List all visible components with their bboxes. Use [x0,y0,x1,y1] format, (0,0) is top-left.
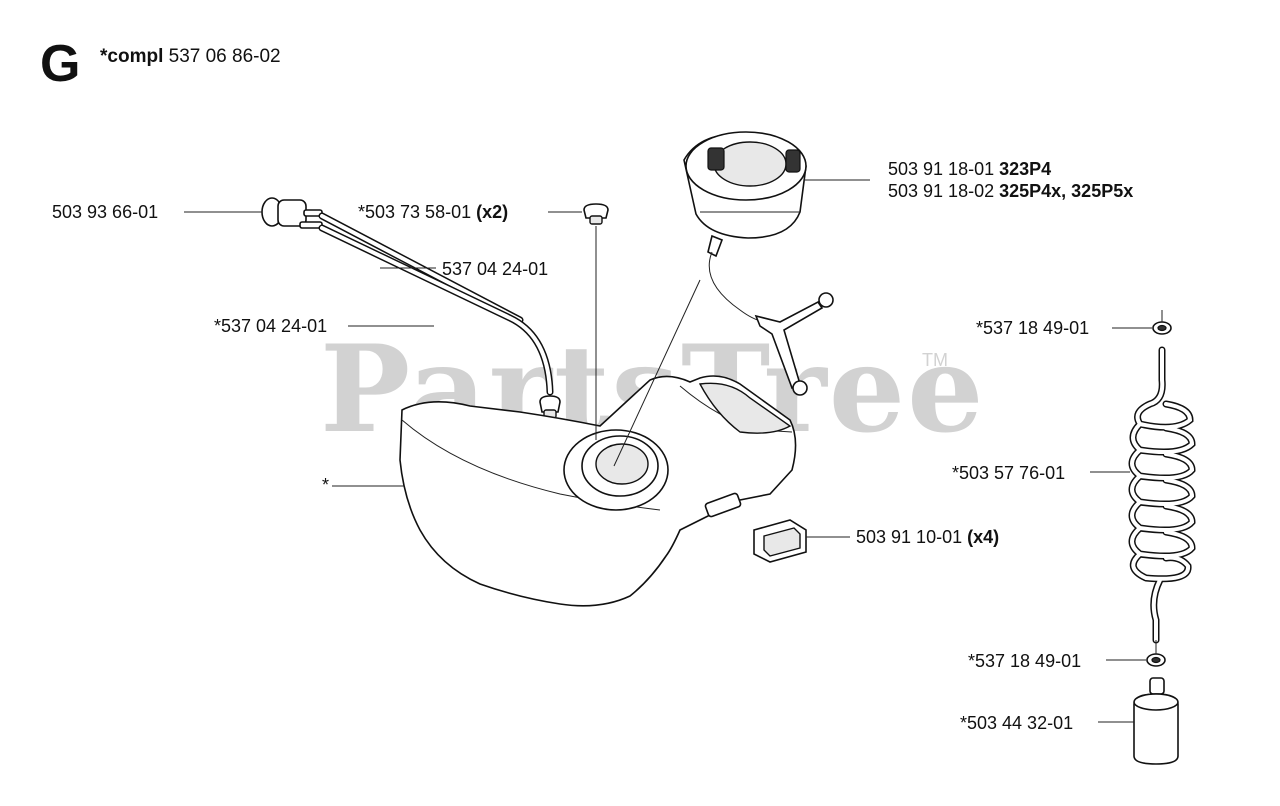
tank-cap-part[interactable] [683,131,834,396]
cap-2-part-number: 503 91 18-02 [888,181,995,201]
complete-assembly-label: *compl 537 06 86-02 [100,46,281,68]
cap-2-model: 325P4x, 325P5x [999,181,1134,201]
hose-lower-part[interactable] [318,224,554,396]
trademark-mark: TM [922,350,948,370]
primer-bulb-part[interactable] [261,197,323,229]
fuel-filter-part[interactable] [1133,677,1179,765]
label-hose-lower[interactable]: *537 04 24-01 [214,316,328,336]
grommet-lower-part[interactable] [539,395,561,419]
compl-prefix: *compl [100,46,164,67]
label-grommet[interactable]: *503 73 58-01 (x2) [358,201,508,223]
label-fuel-line[interactable]: *503 57 76-01 [952,463,1066,483]
section-letter: G [40,35,81,93]
cap-1-part-number: 503 91 18-01 [888,159,995,179]
label-primer-bulb[interactable]: 503 93 66-01 [52,202,159,222]
grommet-quantity: (x2) [476,202,509,222]
leader-lines [184,179,1163,723]
oring-bottom-part[interactable] [1146,653,1166,667]
compl-part-number: 537 06 86-02 [168,46,281,67]
grommet-part-number: *503 73 58-01 [358,202,472,222]
label-tank-cap-1[interactable]: 503 91 18-01 323P4 [888,158,1051,180]
label-vibration-damper[interactable]: 503 91 10-01 (x4) [856,526,999,548]
cap-1-model: 323P4 [999,159,1052,179]
damper-part-number: 503 91 10-01 [856,527,963,547]
label-tank-cap-2[interactable]: 503 91 18-02 325P4x, 325P5x [888,180,1133,202]
fuel-tank-part[interactable] [399,375,797,607]
damper-quantity: (x4) [967,527,1000,547]
fuel-line-coil-part[interactable] [1128,346,1196,644]
vibration-damper-part[interactable] [753,519,807,563]
label-oring-top[interactable]: *537 18 49-01 [976,318,1090,338]
label-oring-bottom[interactable]: *537 18 49-01 [968,651,1082,671]
label-hose-upper[interactable]: 537 04 24-01 [442,259,549,279]
grommet-top-part[interactable] [583,203,609,225]
oring-top-part[interactable] [1152,321,1172,335]
label-fuel-filter[interactable]: *503 44 32-01 [960,713,1074,733]
label-fuel-tank[interactable]: * [322,475,330,495]
